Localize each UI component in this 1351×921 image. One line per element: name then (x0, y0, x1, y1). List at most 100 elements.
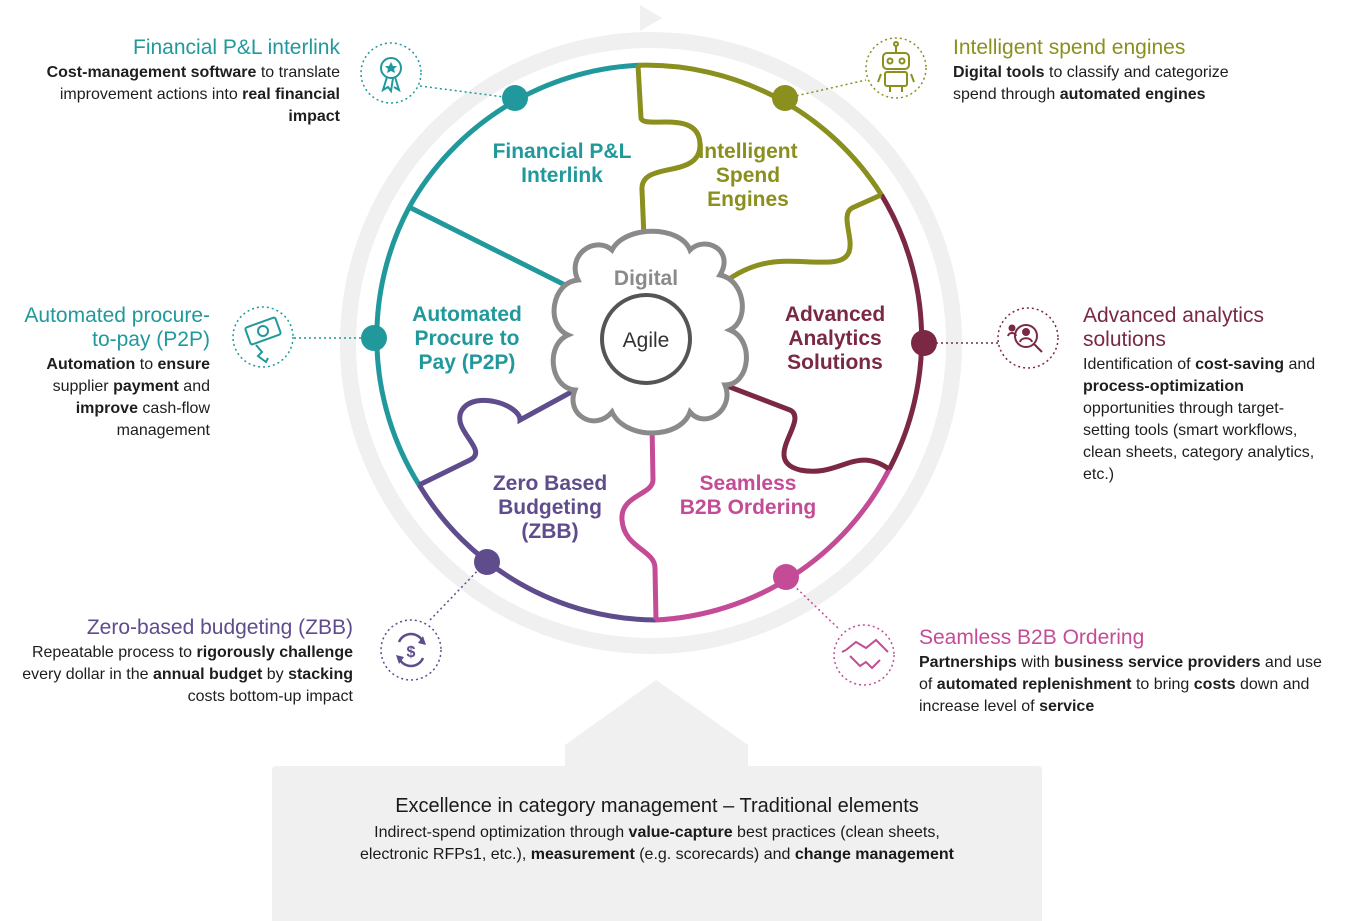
callout-financial-text: Cost-management software to translate im… (40, 62, 340, 128)
callout-analytics: Advanced analytics solutions Identificat… (1083, 304, 1323, 486)
callout-spend: Intelligent spend engines Digital tools … (953, 36, 1243, 106)
svg-text:$: $ (407, 644, 416, 661)
segment-label-line: Analytics (788, 327, 881, 350)
segment-label-line: Procure to (414, 327, 519, 350)
emphasis-text: business service providers (1054, 654, 1261, 671)
body-text: to classify and categorize spend through (953, 64, 1229, 103)
segment-label-line: Seamless (700, 472, 797, 495)
callout-b2b-title: Seamless B2B Ordering (919, 626, 1145, 649)
emphasis-text: process-optimization (1083, 378, 1244, 395)
emphasis-text: stacking (288, 666, 353, 683)
segment-label-line: Intelligent (698, 140, 797, 163)
segment-label-line: Financial P&L (493, 140, 632, 163)
emphasis-text: annual budget (152, 666, 263, 683)
emphasis-text: Digital tools (953, 64, 1045, 81)
emphasis-text: Cost-management software (46, 64, 257, 81)
cycle-arrow-head (640, 5, 662, 31)
callout-zbb: Zero-based budgeting (ZBB) Repeatable pr… (14, 616, 353, 708)
segment-label-line: Spend (716, 164, 780, 187)
icon-circle-b2b (833, 624, 895, 686)
callout-analytics-title: Advanced analytics solutions (1083, 304, 1264, 351)
emphasis-text: payment (113, 378, 179, 395)
body-text: (e.g. scorecards) and (634, 846, 795, 863)
callout-spend-title: Intelligent spend engines (953, 36, 1186, 59)
body-text: to bring (1131, 676, 1194, 693)
cycle-ring (340, 32, 962, 654)
emphasis-text: Automation (46, 356, 136, 373)
callout-p2p-text: Automation to ensure supplier payment an… (10, 354, 210, 442)
segment-label-line: B2B Ordering (680, 496, 817, 519)
icon-circle-financial (360, 42, 422, 104)
body-text: Indirect-spend optimization through (374, 824, 629, 841)
foundation-title: Excellence in category management – Trad… (395, 795, 919, 817)
arc-zbb (416, 483, 656, 623)
emphasis-text: ensure (157, 356, 210, 373)
digital-label: Digital (614, 267, 678, 290)
body-text: cash-flow management (116, 400, 210, 439)
body-text: Repeatable process to (31, 644, 197, 661)
emphasis-text: service (1039, 698, 1095, 715)
connector-zbb (380, 549, 500, 681)
emphasis-text: Partnerships (919, 654, 1017, 671)
emphasis-text: value-capture (628, 824, 733, 841)
callout-zbb-text: Repeatable process to rigorously challen… (14, 642, 353, 708)
handshake-icon (841, 638, 889, 670)
segment-label-line: Advanced (785, 303, 885, 326)
seam-financial-p2p (407, 204, 587, 298)
connector-p2p (232, 306, 387, 368)
seam-b2b-zbb (619, 424, 659, 621)
segment-label-line: Engines (707, 188, 789, 211)
foundation-box: Excellence in category management – Trad… (272, 766, 1042, 921)
award-ribbon-icon (380, 57, 402, 94)
segment-label-line: Pay (P2P) (419, 351, 516, 374)
seam-financial-spend (635, 64, 703, 263)
robot-icon (877, 41, 915, 92)
agile-circle (600, 293, 692, 385)
callout-p2p-title: Automated procure-to-pay (P2P) (24, 304, 210, 351)
foundation-text: Indirect-spend optimization through valu… (357, 822, 957, 866)
body-text: every dollar in the (22, 666, 153, 683)
magnifier-people-icon (1007, 324, 1043, 353)
money-bill-icon (244, 316, 282, 364)
emphasis-text: change management (794, 846, 954, 863)
arc-analytics (879, 193, 925, 471)
body-text: and use of (919, 654, 1322, 693)
callout-financial: Financial P&L interlink Cost-management … (40, 36, 340, 128)
seam-zbb-p2p (417, 387, 577, 488)
callout-financial-title: Financial P&L interlink (133, 36, 340, 59)
foundation-arrow-stem (565, 745, 748, 770)
body-text: down and increase level of (919, 676, 1310, 715)
body-text: and (1284, 356, 1316, 373)
agile-label: Agile (623, 329, 670, 352)
emphasis-text: improve (75, 400, 138, 417)
emphasis-text: automated replenishment (936, 676, 1132, 693)
emphasis-text: automated engines (1059, 86, 1206, 103)
segment-label-line: Automated (412, 303, 522, 326)
body-text: with (1016, 654, 1055, 671)
body-text: supplier (52, 378, 114, 395)
callout-b2b-text: Partnerships with business service provi… (919, 652, 1339, 718)
dollar-cycle-icon: $ (396, 632, 426, 668)
callout-analytics-text: Identification of cost-saving and proces… (1083, 354, 1323, 486)
seam-spend-analytics (713, 192, 883, 292)
segment-label-line: Interlink (521, 164, 603, 187)
emphasis-text: real financial impact (242, 86, 340, 125)
body-text: best practices (clean sheets, electronic… (360, 824, 940, 863)
callout-spend-text: Digital tools to classify and categorize… (953, 62, 1243, 106)
emphasis-text: costs (1193, 676, 1236, 693)
icon-circle-zbb (380, 619, 442, 681)
body-text: opportunities through target-setting too… (1083, 400, 1315, 483)
foundation-arrow (565, 680, 748, 745)
body-text: to translate improvement actions into (59, 64, 340, 103)
emphasis-text: cost-saving (1195, 356, 1284, 373)
body-text: and (178, 378, 210, 395)
segment-label-line: Solutions (787, 351, 883, 374)
body-text: by (262, 666, 289, 683)
connector-financial (360, 42, 528, 111)
emphasis-text: rigorously challenge (196, 644, 353, 661)
callout-b2b: Seamless B2B Ordering Partnerships with … (919, 626, 1339, 718)
